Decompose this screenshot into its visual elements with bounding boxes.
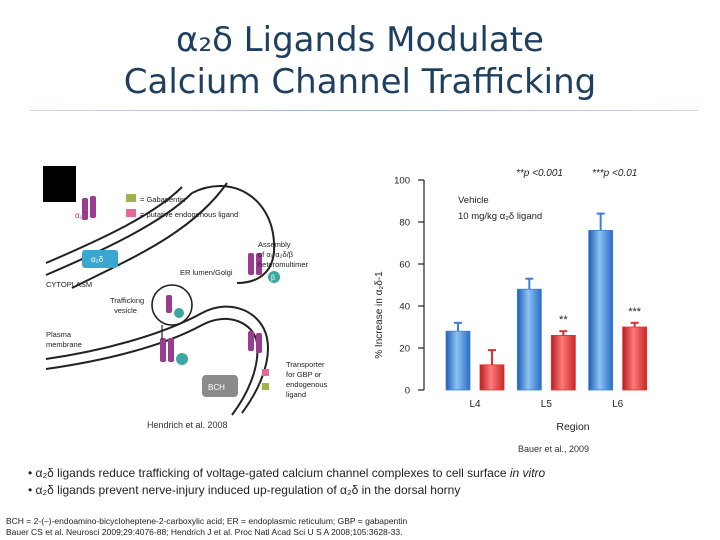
alpha1-channel-icon [82,198,88,220]
sig-note-2: ***p <0.01 [592,168,637,179]
gabapentin-legend-icon [126,194,136,202]
er-membrane-inner [45,186,183,264]
x-axis-label: Region [556,421,589,433]
ligand-legend-icon [126,209,136,217]
x-tick-label-l6: L6 [612,399,624,410]
y-tick-label-20: 20 [399,344,410,355]
transporter-label-line3: endogenous [286,380,328,389]
y-tick-label-100: 100 [394,176,410,187]
alpha1-label: α₁ [75,211,83,220]
trafficking-label-line2: vesicle [114,306,137,315]
trafficking-diagram: α₁ α₂δ β = Gabapentin = putative endogen… [42,163,354,418]
title-divider [30,110,698,111]
er-lumen-label: ER lumen/Golgi [180,268,233,277]
x-tick-label-l4: L4 [469,399,481,410]
alpha2delta-bar-chart: 0 20 40 60 80 100 % Increase in α₂δ-1 **p <0.00… [374,168,648,433]
slide-title-line1: α₂δ Ligands Modulate [176,20,544,60]
sig-note-1: **p <0.001 [516,168,563,179]
y-axis-label: % Increase in α₂δ-1 [374,271,385,359]
diagram-citation: Hendrich et al. 2008 [147,420,228,430]
assembly-label-line1: Assembly [258,240,291,249]
golgi-membrane [191,185,276,284]
transporter-label-line2: for GBP or [286,370,322,379]
bch-transporter-icon [202,375,238,397]
trafficking-label-line1: Trafficking [110,296,144,305]
assembly-label-line2: of α₁/α₂δ/β [258,250,294,259]
er-membrane-lower [71,182,228,289]
assembled-channel-icon [248,253,254,275]
annotation-l5: ** [559,314,568,326]
transporter-label-line4: ligand [286,390,306,399]
footnote-line1: BCH = 2-(–)-endoamino-bicycloheptene-2-c… [6,516,408,526]
cytoplasm-label: CYTOPLASM [46,280,92,289]
er-membrane-outer [45,192,193,276]
bar-l5-ligand [550,334,576,391]
transporter-label-line1: Transporter [286,360,325,369]
x-tick-label-l5: L5 [541,399,553,410]
y-tick-label-60: 60 [399,260,410,271]
bullet-text-2: α₂δ ligands prevent nerve-injury induced… [35,483,461,497]
bar-l6-ligand [622,326,648,391]
plasma-label-line2: membrane [46,340,82,349]
bullet-list: • α₂δ ligands reduce trafficking of volt… [28,466,545,500]
bullet-item-2: • α₂δ ligands prevent nerve-injury induc… [28,483,461,497]
surface-channel-icon [160,338,166,362]
footnote: BCH = 2-(–)-endoamino-bicycloheptene-2-c… [6,516,407,538]
slide-title-line2: Calcium Channel Trafficking [123,62,597,102]
trafficking-vesicle-icon [151,284,193,326]
beta-subunit-icon [268,271,280,283]
y-tick-label-80: 80 [399,218,410,229]
alpha2delta-label: α₂δ [91,255,104,264]
bullet-item-1: • α₂δ ligands reduce trafficking of volt… [28,466,546,480]
vesicle-channel-icon [166,295,172,313]
plasma-membrane-inner [45,318,259,416]
assembly-label-line3: heteromultimer [258,260,309,269]
footnote-line2: Bauer CS et al. Neurosci 2009;29:4076-88… [6,527,403,537]
bar-l4-vehicle [445,330,471,391]
alpha2delta-subunit-icon [82,250,118,268]
chart-citation: Bauer et al., 2009 [518,444,590,454]
legend-vehicle-label: Vehicle [458,195,489,206]
y-tick-label-40: 40 [399,302,410,313]
bullet-text-1: α₂δ ligands reduce trafficking of voltag… [35,466,507,480]
bullet-italic-1: in vitro [509,466,546,480]
plasma-label-line1: Plasma [46,330,72,339]
bar-l4-ligand [479,364,505,391]
gabapentin-legend-label: = Gabapentin [140,195,185,204]
ligand-legend-label: = putative endogenous ligand [140,210,238,219]
y-tick-label-0: 0 [405,386,410,397]
diagram-panel-marker [43,166,76,202]
bar-l6-vehicle [588,230,614,391]
beta-label: β [271,275,275,282]
bch-label: BCH [208,383,225,392]
chart-plot-area: 0 20 40 60 80 100 % Increase in α₂δ-1 **p <0.00… [374,168,648,433]
legend-ligand-label: 10 mg/kg α₂δ ligand [458,211,542,222]
bar-l5-vehicle [516,288,542,391]
vesicle-beta-icon [174,308,184,318]
annotation-l6: *** [628,306,642,318]
